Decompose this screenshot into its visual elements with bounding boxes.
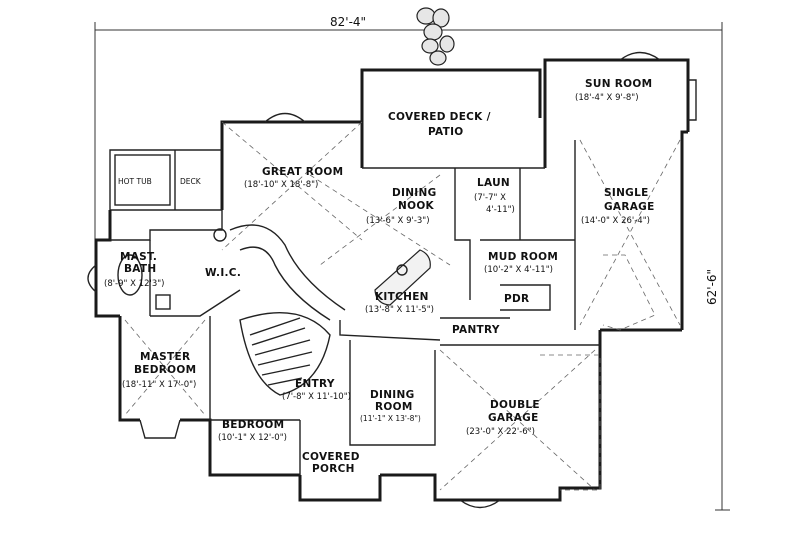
mast-bath-dims: (8'-9" X 12'3") — [104, 279, 164, 289]
overall-width-label: 82'-4" — [330, 15, 366, 29]
master-bedroom-dims: (18'-11" X 17'-0") — [122, 380, 196, 390]
pdr-name: PDR — [504, 293, 529, 305]
pantry-name: PANTRY — [452, 324, 500, 336]
mud-room-dims: (10'-2" X 4'-11") — [484, 265, 553, 275]
interior-walls — [110, 140, 576, 475]
entry-dims: (7'-8" X 11'-10") — [282, 392, 351, 402]
single-garage-name-2: GARAGE — [604, 201, 655, 213]
dining-room-name-2: ROOM — [375, 401, 413, 413]
kitchen-dims: (13'-8" X 11'-5") — [365, 305, 434, 315]
entry-name: ENTRY — [295, 378, 335, 390]
dining-room-name-1: DINING — [370, 389, 415, 401]
curved-hall — [229, 224, 346, 321]
overall-depth-label: 62'-6" — [705, 269, 719, 305]
laundry-dims-1: (7'-7" X — [474, 193, 506, 203]
single-garage-name-1: SINGLE — [604, 187, 649, 199]
room-labels: SUN ROOM (18'-4" X 9'-8") COVERED DECK /… — [104, 78, 655, 475]
double-garage-dims: (23'-0" X 22'-6") — [466, 427, 535, 437]
covered-deck-name-1: COVERED DECK / — [388, 111, 491, 123]
stepping-stones — [416, 7, 455, 66]
mud-room-name: MUD ROOM — [488, 251, 558, 263]
dining-nook-dims: (13'-6" X 9'-3") — [366, 216, 430, 226]
single-garage-dims: (14'-0" X 26'-4") — [581, 216, 650, 226]
covered-deck-name-2: PATIO — [428, 126, 464, 138]
mast-bath-name-1: MAST. — [120, 251, 157, 263]
dimension-lines — [94, 22, 730, 511]
hot-tub-name: HOT TUB — [118, 177, 152, 186]
sun-room-dims: (18'-4" X 9'-8") — [575, 93, 639, 103]
laundry-name: LAUN — [477, 177, 510, 189]
laundry-dims-2: 4'-11") — [486, 205, 515, 215]
kitchen-island — [374, 249, 431, 306]
double-garage-name-1: DOUBLE — [490, 399, 540, 411]
wic-name: W.I.C. — [205, 267, 241, 279]
ceiling-lines — [124, 121, 681, 491]
mast-bath-name-2: BATH — [124, 263, 156, 275]
dining-room-dims: (11'-1" X 13'-8") — [360, 414, 421, 423]
master-bedroom-name-1: MASTER — [140, 351, 190, 363]
sun-room-name: SUN ROOM — [585, 78, 652, 90]
covered-porch-name-2: PORCH — [312, 463, 355, 475]
bedroom-dims: (10'-1" X 12'-0") — [218, 433, 287, 443]
covered-porch-name-1: COVERED — [302, 451, 360, 463]
kitchen-name: KITCHEN — [375, 291, 429, 303]
deck-name: DECK — [180, 177, 202, 186]
dining-nook-name-1: DINING — [392, 187, 437, 199]
staircase — [239, 312, 331, 396]
bedroom-name: BEDROOM — [222, 419, 284, 431]
master-bedroom-name-2: BEDROOM — [134, 364, 196, 376]
double-garage-name-2: GARAGE — [488, 412, 539, 424]
bath-fixtures — [114, 154, 227, 310]
dining-nook-name-2: NOOK — [398, 200, 435, 212]
great-room-dims: (18'-10" X 18'-8") — [244, 180, 318, 190]
bay-windows — [87, 51, 697, 509]
great-room-name: GREAT ROOM — [262, 166, 343, 178]
